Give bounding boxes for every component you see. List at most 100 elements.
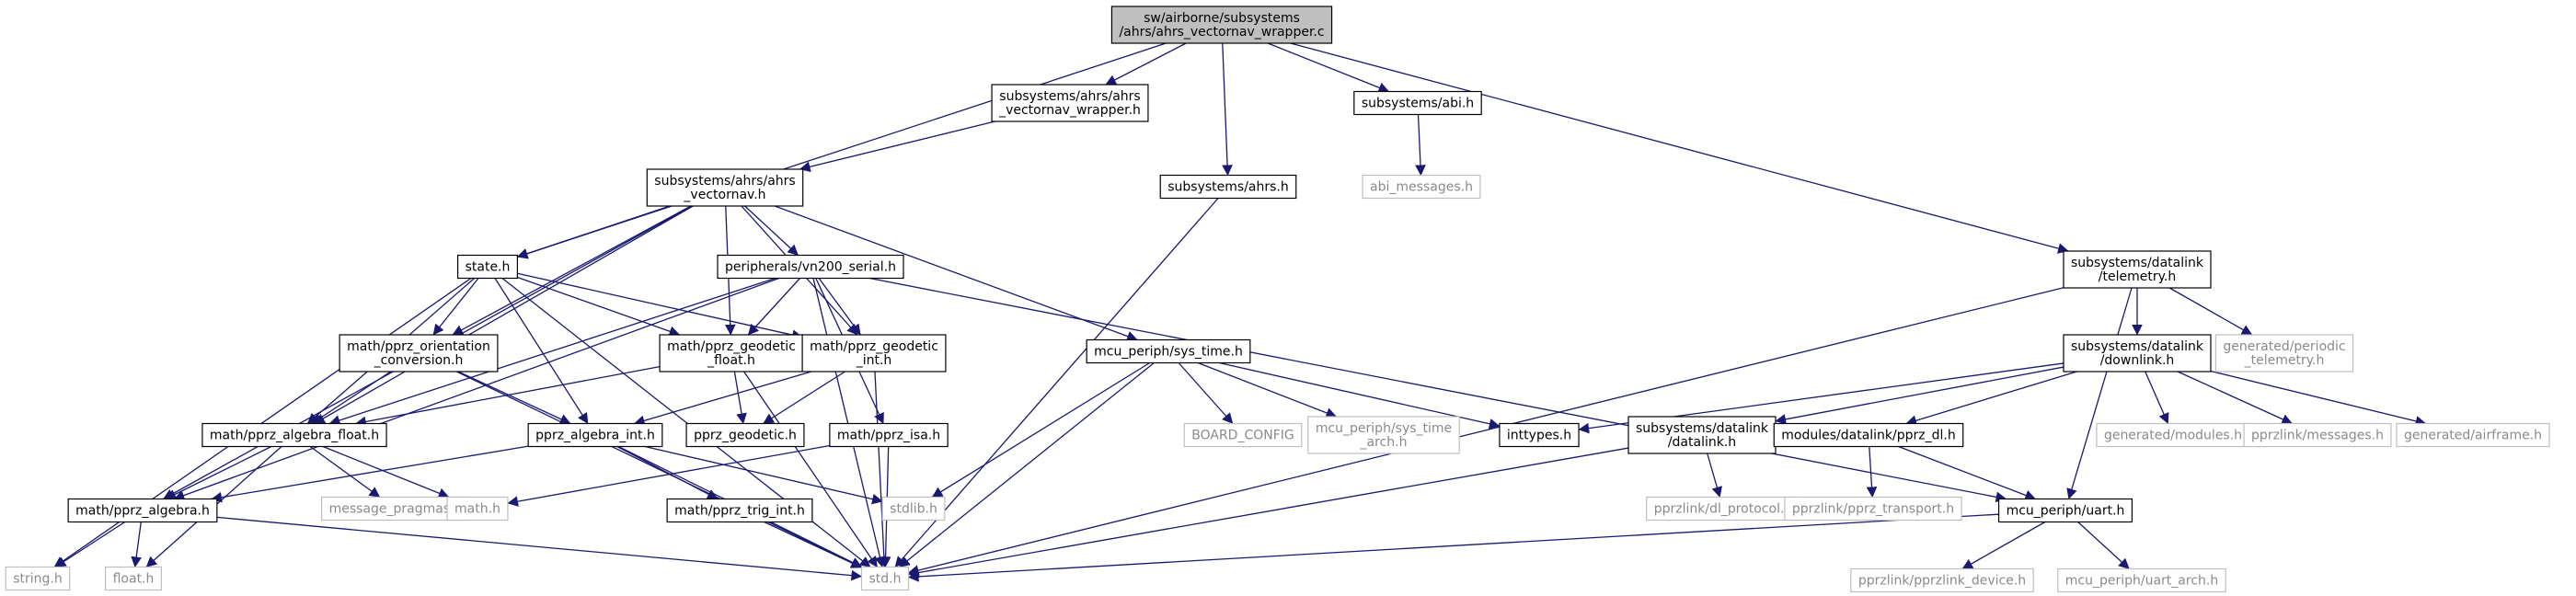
- file-node-box: [1362, 174, 1481, 200]
- include-edge-state-h-to-string-h: [53, 277, 472, 568]
- file-node-label: peripherals/vn200_serial.h: [725, 260, 896, 275]
- file-node-board-config[interactable]: BOARD_CONFIG: [1183, 422, 1303, 448]
- file-node-isa-h[interactable]: math/pprz_isa.h: [829, 422, 949, 448]
- file-node-alg-float-h[interactable]: math/pprz_algebra_float.h: [201, 422, 387, 448]
- file-node-box: [1784, 496, 1962, 522]
- file-node-pprzlink-msgs-h[interactable]: pprzlink/messages.h: [2243, 422, 2392, 448]
- file-node-box: [646, 168, 804, 207]
- file-node-box: [2096, 422, 2250, 448]
- file-node-systime-h[interactable]: mcu_periph/sys_time.h: [1086, 338, 1251, 364]
- file-node-label: stdlib.h: [890, 502, 937, 517]
- file-node-box: [1773, 422, 1964, 448]
- file-node-alg-h[interactable]: math/pprz_algebra.h: [67, 498, 218, 523]
- file-node-state-h[interactable]: state.h: [457, 254, 518, 280]
- include-edge-wrapper-h-to-vectornav-h: [799, 120, 995, 173]
- file-node-label: pprzlink/dl_protocol.h: [1654, 502, 1793, 517]
- include-edge-orient-h-to-alg-float-h: [311, 371, 392, 425]
- file-node-gen-modules-h[interactable]: generated/modules.h: [2096, 422, 2250, 448]
- file-node-float-h[interactable]: float.h: [105, 566, 162, 591]
- include-edge-alg-h-to-string-h: [54, 521, 126, 568]
- file-node-label: _int.h: [856, 353, 892, 368]
- file-node-label: math/pprz_orientation: [347, 339, 490, 354]
- file-node-box: [1086, 338, 1251, 364]
- file-node-box: [2214, 334, 2354, 372]
- file-node-abi-messages-h[interactable]: abi_messages.h: [1362, 174, 1481, 200]
- file-node-uart-arch-h[interactable]: mcu_periph/uart_arch.h: [2057, 567, 2226, 593]
- file-node-string-h[interactable]: string.h: [5, 566, 71, 591]
- file-node-dl-datalink-h[interactable]: subsystems/datalink/datalink.h: [1627, 416, 1777, 454]
- file-node-label: generated/periodic: [2223, 339, 2345, 354]
- include-edge-vn200-h-to-uart-h: [869, 277, 2007, 503]
- file-node-trig-int-h[interactable]: math/pprz_trig_int.h: [666, 498, 813, 523]
- include-edge-systime-h-to-board-config: [1178, 362, 1234, 424]
- file-node-orient-h[interactable]: math/pprz_orientation_conversion.h: [339, 334, 499, 372]
- include-edge-state-h-to-alg-int-h: [494, 278, 589, 424]
- file-node-label: pprz_geodetic.h: [694, 429, 797, 443]
- file-node-box: [717, 254, 904, 280]
- file-node-box: [1997, 498, 2133, 523]
- file-node-label: mcu_periph/sys_time: [1316, 421, 1452, 436]
- file-node-alg-int-h[interactable]: pprz_algebra_int.h: [527, 422, 663, 448]
- file-node-periodic-h[interactable]: generated/periodic_telemetry.h: [2214, 334, 2354, 372]
- file-node-box: [1850, 567, 2034, 593]
- file-node-geod-float-h[interactable]: math/pprz_geodetic_float.h: [659, 334, 804, 372]
- file-node-label: /ahrs/ahrs_vectornav_wrapper.c: [1119, 25, 1324, 40]
- file-node-inttypes-h[interactable]: inttypes.h: [1499, 422, 1580, 448]
- file-node-vn200-h[interactable]: peripherals/vn200_serial.h: [717, 254, 904, 280]
- include-edge-alg-int-h-to-stdlib-h: [644, 445, 883, 505]
- file-node-label: inttypes.h: [1507, 429, 1571, 443]
- include-edge-systime-h-to-systime-arch-h: [1197, 361, 1338, 418]
- file-node-label: generated/airframe.h: [2404, 429, 2542, 443]
- node-layer: sw/airborne/subsystems/ahrs/ahrs_vectorn…: [5, 6, 2550, 593]
- include-edge-state-h-to-std-h: [501, 277, 871, 568]
- file-node-pprz-geodetic-h[interactable]: pprz_geodetic.h: [685, 422, 805, 448]
- file-node-pprz-transport-h[interactable]: pprzlink/pprz_transport.h: [1784, 496, 1962, 522]
- file-node-wrapper-h[interactable]: subsystems/ahrs/ahrs_vectornav_wrapper.h: [991, 84, 1149, 122]
- file-node-label: pprz_algebra_int.h: [535, 429, 655, 443]
- include-edge-isa-h-to-math-h: [507, 444, 830, 507]
- file-node-math-h[interactable]: math.h: [446, 496, 509, 522]
- include-edge-vn200-h-to-alg-h: [173, 277, 779, 501]
- include-edge-downlink-h-to-dl-datalink-h: [1775, 366, 2064, 425]
- include-edge-uart-h-to-pprzlink-device-h: [1961, 521, 2046, 570]
- file-node-systime-arch-h[interactable]: mcu_periph/sys_time_arch.h: [1307, 416, 1460, 454]
- file-node-root[interactable]: sw/airborne/subsystems/ahrs/ahrs_vectorn…: [1110, 6, 1333, 44]
- file-node-vectornav-h[interactable]: subsystems/ahrs/ahrs_vectornav.h: [646, 168, 804, 207]
- file-node-pprz-dl-h[interactable]: modules/datalink/pprz_dl.h: [1773, 422, 1964, 448]
- include-edge-telemetry-h-to-std-h: [907, 287, 2064, 576]
- file-node-label: pprzlink/pprz_transport.h: [1792, 502, 1954, 517]
- include-edge-state-h-to-geod-float-h: [517, 276, 681, 337]
- file-node-label: subsystems/ahrs/ahrs: [654, 174, 795, 189]
- file-node-box: [2396, 422, 2550, 448]
- file-node-label: generated/modules.h: [2104, 429, 2242, 443]
- file-node-std-h[interactable]: std.h: [860, 566, 910, 591]
- file-node-downlink-h[interactable]: subsystems/datalink/downlink.h: [2063, 334, 2212, 372]
- file-node-label: _float.h: [707, 353, 755, 368]
- file-node-label: /datalink.h: [1668, 435, 1736, 450]
- include-edge-geod-int-h-to-pprz-geodetic-h: [763, 371, 845, 425]
- file-node-abi-h[interactable]: subsystems/abi.h: [1353, 90, 1482, 116]
- include-edge-root-to-wrapper-h: [1105, 42, 1187, 86]
- file-node-label: mcu_periph/uart.h: [2007, 504, 2125, 519]
- include-edge-alg-h-to-std-h: [216, 516, 863, 581]
- file-node-label: /downlink.h: [2100, 353, 2175, 368]
- file-node-uart-h[interactable]: mcu_periph/uart.h: [1997, 498, 2133, 523]
- file-node-geod-int-h[interactable]: math/pprz_geodetic_int.h: [801, 334, 947, 372]
- include-edge-vn200-h-to-std-h: [812, 278, 886, 568]
- file-node-telemetry-h[interactable]: subsystems/datalink/telemetry.h: [2063, 250, 2212, 289]
- file-node-box: [881, 496, 946, 522]
- file-node-dl-protocol-h[interactable]: pprzlink/dl_protocol.h: [1646, 496, 1800, 522]
- file-node-label: math/pprz_geodetic: [667, 339, 796, 354]
- include-edge-geod-float-h-to-std-h: [743, 371, 879, 567]
- file-node-pprzlink-device-h[interactable]: pprzlink/pprzlink_device.h: [1850, 567, 2034, 593]
- file-node-box: [2057, 567, 2226, 593]
- file-node-box: [201, 422, 387, 448]
- file-node-label: _conversion.h: [374, 353, 464, 368]
- include-edge-pprz-dl-h-to-pprz-transport-h: [1866, 446, 1878, 499]
- file-node-gen-airframe-h[interactable]: generated/airframe.h: [2396, 422, 2550, 448]
- file-node-msg-pragmas-h[interactable]: message_pragmas.h: [320, 496, 471, 522]
- file-node-stdlib-h[interactable]: stdlib.h: [881, 496, 946, 522]
- file-node-ahrs-h[interactable]: subsystems/ahrs.h: [1159, 174, 1297, 200]
- file-node-box: [685, 422, 805, 448]
